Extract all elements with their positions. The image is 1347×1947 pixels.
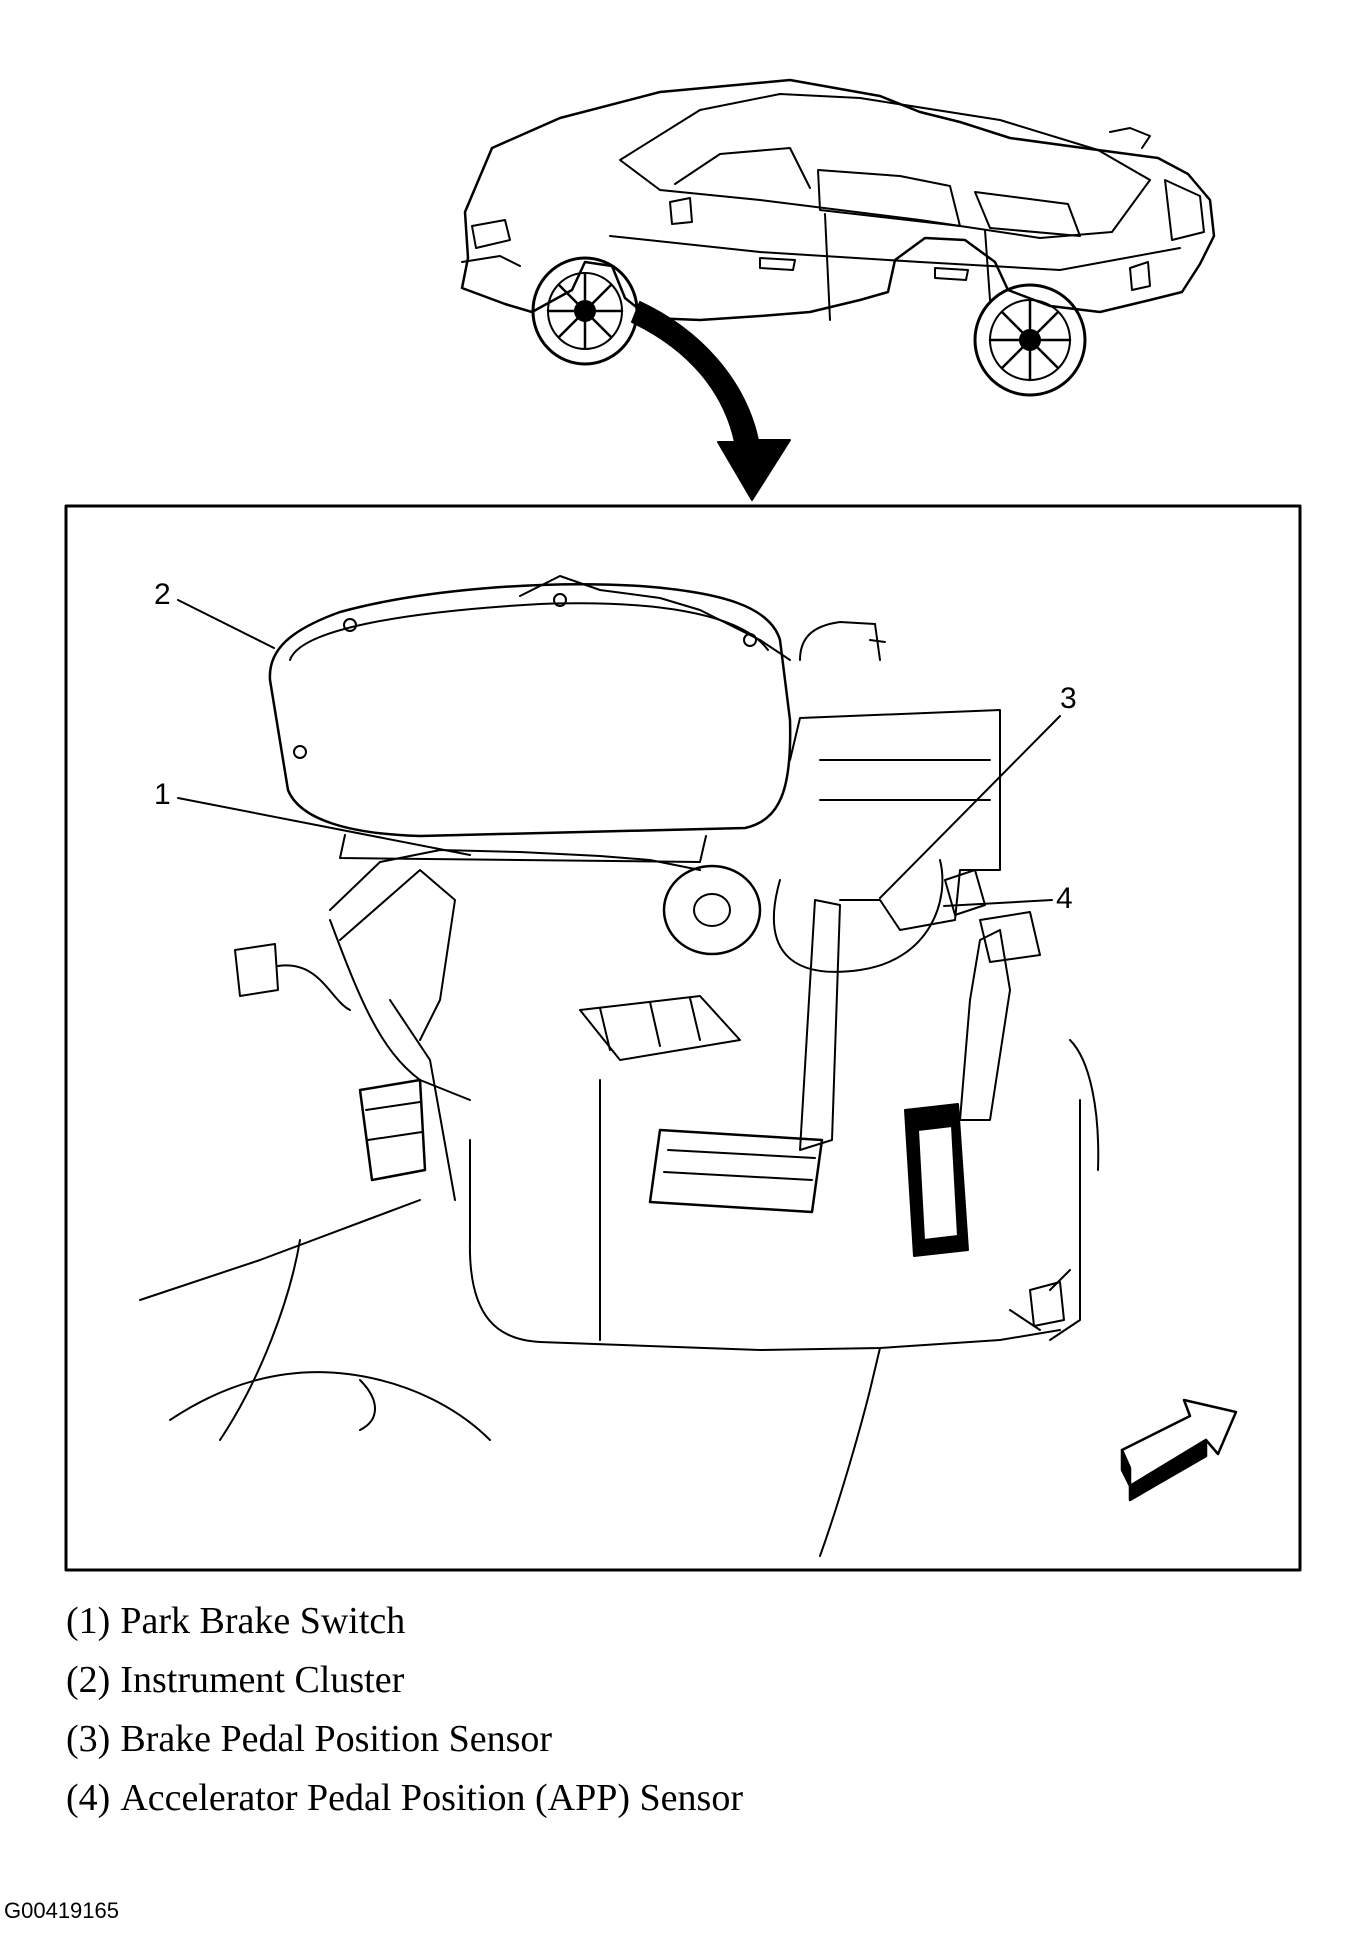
sedan-car-illustration [462, 80, 1214, 395]
legend-item: (4)Accelerator Pedal Position (APP) Sens… [66, 1769, 743, 1828]
legend-item: (2)Instrument Cluster [66, 1651, 743, 1710]
legend-label: Brake Pedal Position Sensor [120, 1718, 553, 1760]
legend-label: Instrument Cluster [120, 1659, 405, 1701]
legend-label: Accelerator Pedal Position (APP) Sensor [120, 1777, 743, 1819]
under-dash-illustration [140, 576, 1098, 1556]
legend-item: (1)Park Brake Switch [66, 1592, 743, 1651]
callout-leader-3 [880, 716, 1060, 898]
forward-direction-arrow-icon [1122, 1400, 1236, 1500]
callout-leader-1 [178, 798, 470, 855]
legend-number: (2) [66, 1659, 111, 1701]
callout-number-3: 3 [1060, 682, 1077, 715]
callout-leaders [178, 600, 1060, 906]
callout-number-2: 2 [154, 578, 171, 611]
callout-leader-4 [944, 900, 1052, 906]
curved-down-arrow-icon [632, 302, 790, 500]
detail-frame [66, 506, 1300, 1570]
callout-number-1: 1 [154, 778, 171, 811]
figure-id: G00419165 [4, 1898, 119, 1923]
legend-item: (3)Brake Pedal Position Sensor [66, 1710, 743, 1769]
legend-number: (3) [66, 1718, 111, 1760]
callout-leader-2 [178, 600, 274, 648]
callout-number-4: 4 [1056, 882, 1073, 915]
legend-number: (1) [66, 1600, 111, 1642]
legend-label: Park Brake Switch [120, 1600, 406, 1642]
legend-number: (4) [66, 1777, 111, 1819]
legend-list: (1)Park Brake Switch (2)Instrument Clust… [66, 1592, 743, 1828]
